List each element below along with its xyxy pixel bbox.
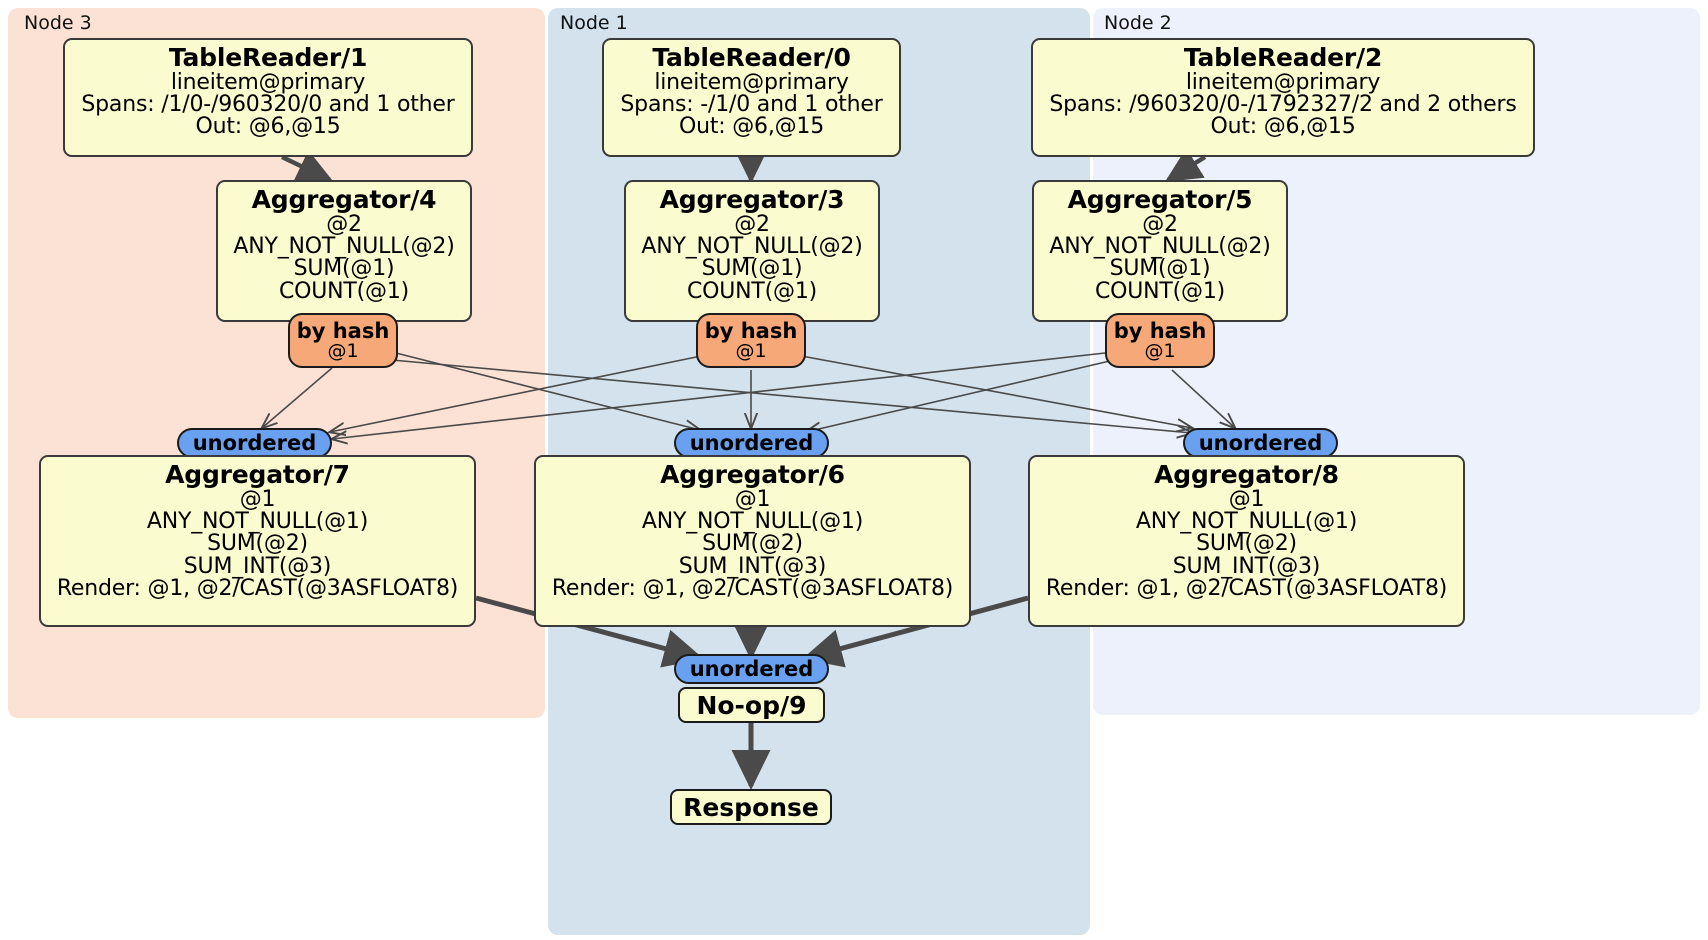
node-label-node3: Node 3 <box>24 12 92 34</box>
processor-title: Aggregator/8 <box>1154 460 1339 489</box>
processor-line: COUNT(@1) <box>686 278 818 304</box>
processor-title: Response <box>683 792 819 822</box>
processor-line: SUM(@1) <box>1109 256 1211 282</box>
processor-no-op-9[interactable]: No-op/9 <box>678 687 825 723</box>
processor-line: @1 <box>239 486 276 512</box>
processor-aggregator-6[interactable]: Aggregator/6 @1 ANY_NOT_NULL(@1) SUM(@2)… <box>534 455 971 627</box>
processor-line: @2 <box>734 211 770 237</box>
processor-line: COUNT(@1) <box>278 278 410 304</box>
processor-line: Spans: /1/0-/960320/0 and 1 other <box>81 91 455 117</box>
processor-line: SUM(@2) <box>207 531 308 557</box>
synchronizer-label: unordered <box>689 656 814 681</box>
processor-line: ANY_NOT_NULL(@1) <box>1135 508 1358 534</box>
processor-line: Render: @1, @2/CAST(@3ASFLOAT8) <box>551 576 954 602</box>
processor-line: SUM(@2) <box>702 531 803 557</box>
processor-title: Aggregator/3 <box>659 185 845 214</box>
processor-line: COUNT(@1) <box>1094 278 1226 304</box>
router-sublabel: @1 <box>1144 339 1176 362</box>
router-label: by hash <box>1113 318 1207 343</box>
synchronizer-unordered-left[interactable]: unordered <box>177 428 332 458</box>
processor-title: TableReader/1 <box>168 43 368 72</box>
processor-line: Out: @6,@15 <box>1210 114 1356 140</box>
processor-line: ANY_NOT_NULL(@2) <box>1049 233 1271 259</box>
processor-aggregator-3[interactable]: Aggregator/3 @2 ANY_NOT_NULL(@2) SUM(@1)… <box>624 180 880 322</box>
router-sublabel: @1 <box>735 339 767 362</box>
router-label: by hash <box>704 318 798 343</box>
processor-line: ANY_NOT_NULL(@1) <box>641 508 864 534</box>
router-by-hash-center[interactable]: by hash @1 <box>696 313 806 368</box>
processor-line: SUM(@1) <box>293 256 395 282</box>
processor-title: Aggregator/6 <box>660 460 845 489</box>
processor-line: SUM_INT(@3) <box>678 553 827 579</box>
router-by-hash-right[interactable]: by hash @1 <box>1105 313 1215 368</box>
processor-line: lineitem@primary <box>170 69 366 95</box>
router-label: by hash <box>296 318 390 343</box>
processor-title: TableReader/2 <box>1183 43 1383 72</box>
processor-response[interactable]: Response <box>670 789 832 825</box>
processor-title: Aggregator/4 <box>251 185 437 214</box>
processor-line: @1 <box>734 486 771 512</box>
processor-line: SUM(@2) <box>1196 531 1297 557</box>
processor-table-reader-1[interactable]: TableReader/1 lineitem@primary Spans: /1… <box>63 38 473 157</box>
processor-table-reader-0[interactable]: TableReader/0 lineitem@primary Spans: -/… <box>602 38 901 157</box>
processor-aggregator-8[interactable]: Aggregator/8 @1 ANY_NOT_NULL(@1) SUM(@2)… <box>1028 455 1465 627</box>
synchronizer-label: unordered <box>1198 430 1323 455</box>
processor-aggregator-5[interactable]: Aggregator/5 @2 ANY_NOT_NULL(@2) SUM(@1)… <box>1032 180 1288 322</box>
processor-line: @1 <box>1228 486 1265 512</box>
synchronizer-unordered-center[interactable]: unordered <box>674 428 829 458</box>
processor-title: Aggregator/5 <box>1067 185 1253 214</box>
processor-line: Spans: /960320/0-/1792327/2 and 2 others <box>1049 91 1517 117</box>
node-label-node1: Node 1 <box>560 12 628 34</box>
router-by-hash-left[interactable]: by hash @1 <box>288 313 398 368</box>
processor-line: @2 <box>326 211 362 237</box>
processor-line: ANY_NOT_NULL(@2) <box>233 233 455 259</box>
processor-line: lineitem@primary <box>1185 69 1381 95</box>
processor-line: Spans: -/1/0 and 1 other <box>620 91 883 117</box>
processor-line: Out: @6,@15 <box>678 114 825 140</box>
processor-line: lineitem@primary <box>654 69 849 95</box>
processor-title: TableReader/0 <box>652 43 851 72</box>
processor-line: SUM(@1) <box>701 256 803 282</box>
processor-line: @2 <box>1142 211 1178 237</box>
processor-title: Aggregator/7 <box>165 460 350 489</box>
processor-line: ANY_NOT_NULL(@2) <box>641 233 863 259</box>
synchronizer-unordered-final[interactable]: unordered <box>674 654 829 684</box>
processor-line: Render: @1, @2/CAST(@3ASFLOAT8) <box>56 576 459 602</box>
synchronizer-label: unordered <box>192 430 317 455</box>
processor-title: No-op/9 <box>696 690 807 720</box>
processor-line: Out: @6,@15 <box>195 114 341 140</box>
processor-line: SUM_INT(@3) <box>1172 553 1321 579</box>
processor-aggregator-7[interactable]: Aggregator/7 @1 ANY_NOT_NULL(@1) SUM(@2)… <box>39 455 476 627</box>
processor-line: ANY_NOT_NULL(@1) <box>146 508 369 534</box>
processor-line: Render: @1, @2/CAST(@3ASFLOAT8) <box>1045 576 1448 602</box>
synchronizer-unordered-right[interactable]: unordered <box>1183 428 1338 458</box>
synchronizer-label: unordered <box>689 430 814 455</box>
processor-line: SUM_INT(@3) <box>183 553 332 579</box>
processor-table-reader-2[interactable]: TableReader/2 lineitem@primary Spans: /9… <box>1031 38 1535 157</box>
router-sublabel: @1 <box>327 339 359 362</box>
node-label-node2: Node 2 <box>1104 12 1172 34</box>
processor-aggregator-4[interactable]: Aggregator/4 @2 ANY_NOT_NULL(@2) SUM(@1)… <box>216 180 472 322</box>
